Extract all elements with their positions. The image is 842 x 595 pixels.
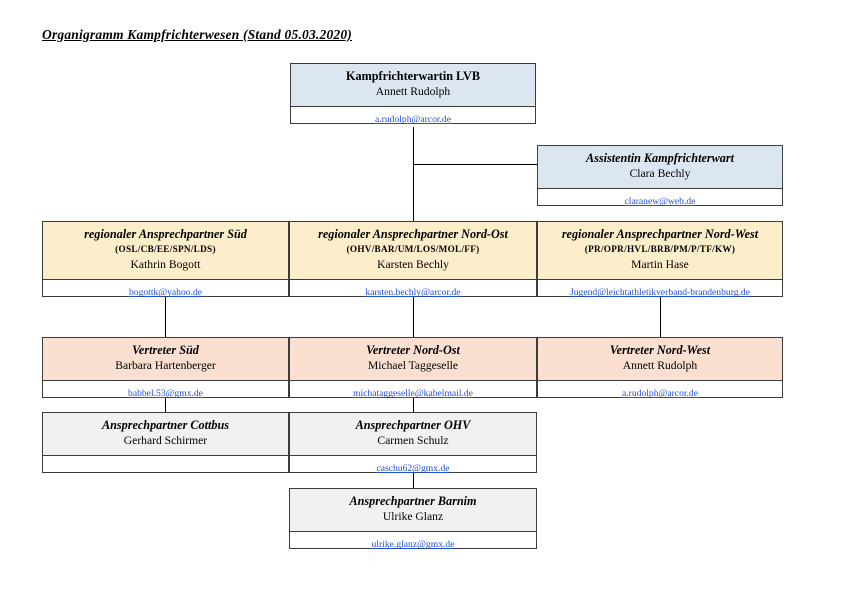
- email-link[interactable]: Jugend@leichtathletikverband-brandenburg…: [570, 287, 750, 298]
- node-person: Gerhard Schirmer: [123, 434, 208, 447]
- email-link[interactable]: a.rudolph@arcor.de: [622, 388, 698, 399]
- node-email-row: babbel.53@gmx.de: [43, 380, 288, 399]
- connector-vertreter-sued-to-cottbus: [165, 392, 166, 412]
- node-role: Ansprechpartner Barnim: [349, 494, 477, 508]
- node-email-row: bogottk@yahoo.de: [43, 279, 288, 298]
- email-link[interactable]: claranew@web.de: [624, 196, 696, 207]
- node-regionaler-ansprechpartner-sued[interactable]: regionaler Ansprechpartner Süd (OSL/CB/E…: [42, 221, 289, 298]
- email-link[interactable]: karsten.bechly@arcor.de: [365, 287, 461, 298]
- node-email-row: karsten.bechly@arcor.de: [290, 279, 536, 298]
- node-region-codes: (PR/OPR/HVL/BRB/PM/P/TF/KW): [584, 244, 736, 254]
- node-body: regionaler Ansprechpartner Nord-West (PR…: [538, 222, 782, 279]
- connector-head-to-regional: [413, 127, 414, 221]
- node-email-row: ulrike.glanz@gmx.de: [290, 531, 536, 550]
- node-body: regionaler Ansprechpartner Süd (OSL/CB/E…: [43, 222, 288, 279]
- node-body: Ansprechpartner Barnim Ulrike Glanz: [290, 489, 536, 531]
- node-person: Ulrike Glanz: [382, 510, 444, 523]
- node-body: Vertreter Nord-West Annett Rudolph: [538, 338, 782, 380]
- connector-ohv-to-barnim: [413, 470, 414, 488]
- node-role: Ansprechpartner OHV: [355, 418, 471, 432]
- node-body: Vertreter Nord-Ost Michael Taggeselle: [290, 338, 536, 380]
- node-ansprechpartner-cottbus[interactable]: Ansprechpartner Cottbus Gerhard Schirmer: [42, 412, 289, 473]
- node-vertreter-nord-ost[interactable]: Vertreter Nord-Ost Michael Taggeselle mi…: [289, 337, 537, 399]
- node-role: regionaler Ansprechpartner Süd: [84, 227, 247, 241]
- node-person: Annett Rudolph: [375, 85, 451, 98]
- node-person: Carmen Schulz: [377, 434, 449, 447]
- node-person: Michael Taggeselle: [367, 359, 459, 372]
- node-role: Ansprechpartner Cottbus: [102, 418, 229, 432]
- node-body: Assistentin Kampfrichterwart Clara Bechl…: [538, 146, 782, 188]
- email-link[interactable]: bogottk@yahoo.de: [128, 287, 203, 298]
- node-role: regionaler Ansprechpartner Nord-Ost: [318, 227, 508, 241]
- node-role: Kampfrichterwartin LVB: [346, 69, 480, 83]
- node-role: Vertreter Nord-Ost: [366, 343, 460, 357]
- node-role: regionaler Ansprechpartner Nord-West: [561, 227, 759, 241]
- connector-regional-nordost-to-vertreter: [413, 296, 414, 337]
- node-person: Annett Rudolph: [622, 359, 698, 372]
- node-email-row: michataggeselle@kabelmail.de: [290, 380, 536, 399]
- connector-regional-nordwest-to-vertreter: [660, 296, 661, 337]
- node-person: Kathrin Bogott: [130, 258, 201, 271]
- node-role: Assistentin Kampfrichterwart: [586, 151, 734, 165]
- node-body: Vertreter Süd Barbara Hartenberger: [43, 338, 288, 380]
- email-link[interactable]: ulrike.glanz@gmx.de: [371, 539, 455, 550]
- node-assistentin-kampfrichterwart[interactable]: Assistentin Kampfrichterwart Clara Bechl…: [537, 145, 783, 207]
- email-link[interactable]: caschu62@gmx.de: [376, 463, 450, 474]
- node-kampfrichterwartin-lvb[interactable]: Kampfrichterwartin LVB Annett Rudolph a.…: [290, 63, 536, 125]
- email-link[interactable]: michataggeselle@kabelmail.de: [353, 388, 473, 399]
- node-person: Barbara Hartenberger: [115, 359, 216, 372]
- node-regionaler-ansprechpartner-nord-ost[interactable]: regionaler Ansprechpartner Nord-Ost (OHV…: [289, 221, 537, 298]
- node-body: regionaler Ansprechpartner Nord-Ost (OHV…: [290, 222, 536, 279]
- connector-head-to-assistant: [413, 164, 537, 165]
- node-email-row: caschu62@gmx.de: [290, 455, 536, 474]
- node-email-row: Jugend@leichtathletikverband-brandenburg…: [538, 279, 782, 298]
- email-link[interactable]: babbel.53@gmx.de: [128, 388, 203, 399]
- node-role: Vertreter Nord-West: [609, 343, 711, 357]
- email-link[interactable]: a.rudolph@arcor.de: [375, 114, 451, 125]
- node-person: Martin Hase: [631, 258, 689, 271]
- node-regionaler-ansprechpartner-nord-west[interactable]: regionaler Ansprechpartner Nord-West (PR…: [537, 221, 783, 298]
- node-email-row: claranew@web.de: [538, 188, 782, 207]
- connector-regional-sued-to-vertreter: [165, 296, 166, 337]
- node-vertreter-sued[interactable]: Vertreter Süd Barbara Hartenberger babbe…: [42, 337, 289, 399]
- node-role: Vertreter Süd: [132, 343, 199, 357]
- node-body: Ansprechpartner OHV Carmen Schulz: [290, 413, 536, 455]
- node-region-codes: (OHV/BAR/UM/LOS/MOL/FF): [346, 244, 480, 254]
- node-person: Karsten Bechly: [377, 258, 449, 271]
- node-email-row: a.rudolph@arcor.de: [291, 106, 535, 125]
- node-email-row: a.rudolph@arcor.de: [538, 380, 782, 399]
- node-ansprechpartner-barnim[interactable]: Ansprechpartner Barnim Ulrike Glanz ulri…: [289, 488, 537, 550]
- node-email-row: [43, 455, 288, 472]
- node-body: Kampfrichterwartin LVB Annett Rudolph: [291, 64, 535, 106]
- page-title: Organigramm Kampfrichterwesen (Stand 05.…: [42, 27, 353, 42]
- node-vertreter-nord-west[interactable]: Vertreter Nord-West Annett Rudolph a.rud…: [537, 337, 783, 399]
- node-body: Ansprechpartner Cottbus Gerhard Schirmer: [43, 413, 288, 455]
- node-person: Clara Bechly: [629, 167, 691, 180]
- connector-vertreter-nordost-to-ohv: [413, 392, 414, 412]
- node-region-codes: (OSL/CB/EE/SPN/LDS): [115, 244, 216, 254]
- node-ansprechpartner-ohv[interactable]: Ansprechpartner OHV Carmen Schulz caschu…: [289, 412, 537, 474]
